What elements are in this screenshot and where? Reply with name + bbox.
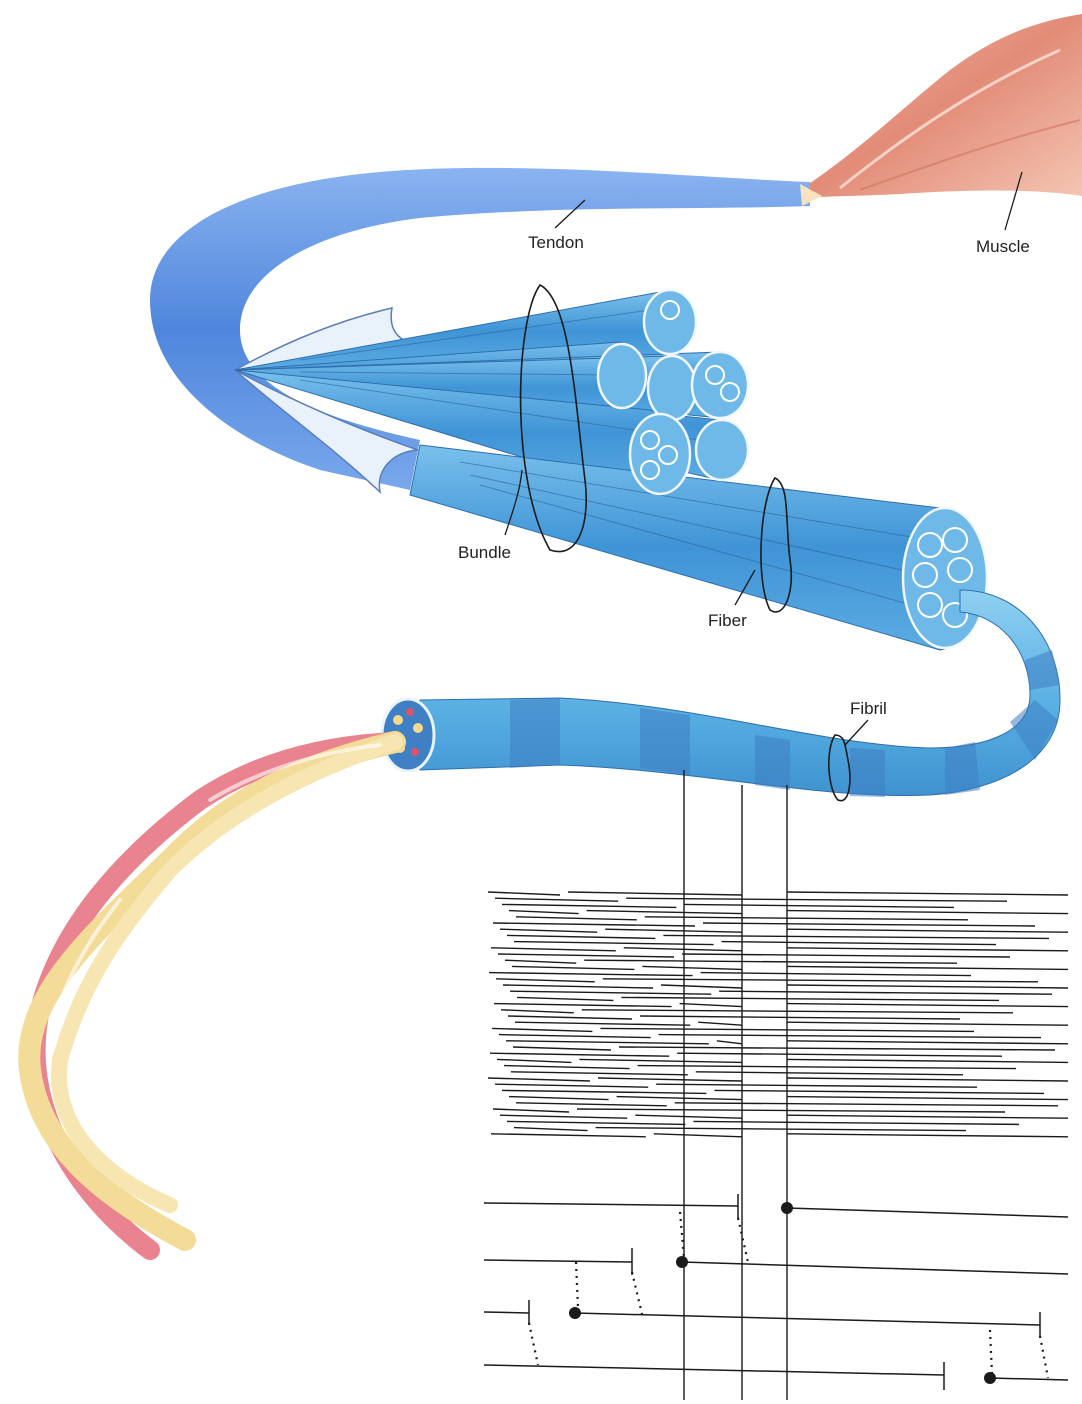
molecule-line	[787, 1004, 1068, 1007]
molecule-line	[638, 1066, 1016, 1069]
molecule-line	[596, 1128, 966, 1131]
molecule-line	[493, 923, 695, 926]
molecule-line	[507, 1121, 685, 1124]
molecule-line	[677, 1053, 1002, 1056]
molecule-line	[703, 923, 1035, 926]
muscle-label: Muscle	[976, 237, 1030, 256]
molecule-line	[787, 966, 1068, 969]
molecule-line	[663, 935, 1049, 938]
molecule-line	[579, 1059, 742, 1062]
molecule-line	[509, 1097, 609, 1100]
molecule-line	[492, 1028, 592, 1031]
molecule-line	[787, 1134, 1068, 1137]
molecule-line	[787, 1059, 1068, 1062]
molecule-line	[701, 973, 971, 976]
molecule-line	[635, 1115, 742, 1118]
molecule-line	[722, 942, 996, 945]
molecule-line	[493, 1109, 569, 1112]
molecule-line	[640, 1016, 960, 1019]
molecule-line	[577, 1109, 1005, 1112]
molecule-line	[787, 1097, 1068, 1100]
molecule-line	[787, 892, 1068, 895]
molecule-line	[787, 1041, 1068, 1044]
staggered-molecule-array	[488, 892, 1068, 1137]
molecule-line	[499, 1035, 651, 1038]
molecule-line	[621, 997, 999, 1000]
molecule-line	[514, 1128, 588, 1131]
molecule-line	[488, 1078, 590, 1081]
molecule-line	[511, 1072, 688, 1075]
molecule-line	[488, 892, 560, 895]
molecule-line	[502, 1090, 706, 1093]
molecule-line	[505, 960, 576, 963]
molecule-line	[494, 1004, 672, 1007]
molecule-line	[516, 1103, 667, 1106]
molecule-line	[568, 892, 742, 895]
molecule-line	[502, 904, 676, 907]
molecule-line	[787, 911, 1068, 914]
molecule-line	[787, 985, 1068, 988]
molecule-line	[675, 1103, 1058, 1106]
molecule-line	[516, 917, 637, 920]
molecule-line	[582, 1010, 1013, 1013]
molecule-line	[513, 1047, 611, 1050]
triple-helix-strands	[29, 742, 395, 1250]
molecule-line	[680, 1004, 742, 1007]
molecule-line	[587, 911, 742, 914]
molecule-line	[719, 991, 1052, 994]
molecule-line	[659, 1035, 1041, 1038]
molecule-line	[500, 929, 597, 932]
molecule-line	[495, 1084, 648, 1087]
molecule-line	[517, 997, 613, 1000]
molecule-line	[787, 1022, 1068, 1025]
molecule-line	[603, 979, 1038, 982]
molecule-line	[512, 966, 634, 969]
fiber-label: Fiber	[708, 611, 747, 630]
molecule-line	[787, 929, 1068, 932]
molecule-line	[498, 954, 674, 957]
molecule-line	[500, 1115, 627, 1118]
tendon-label: Tendon	[528, 233, 584, 252]
molecule-line	[491, 948, 616, 951]
molecule-line	[787, 1115, 1068, 1118]
molecule-line	[504, 1066, 630, 1069]
molecule-line	[714, 1090, 1044, 1093]
molecule-line	[501, 1010, 574, 1013]
molecule-line	[617, 1097, 742, 1100]
molecule-line	[661, 985, 742, 988]
molecule-line	[510, 991, 711, 994]
molecule-line	[489, 973, 693, 976]
molecule-line	[656, 1084, 977, 1087]
molecule-line	[624, 948, 742, 951]
molecule-line	[605, 929, 742, 932]
molecule-line	[508, 1016, 632, 1019]
muscle-shape	[800, 14, 1082, 198]
molecule-line	[496, 979, 595, 982]
molecule-line	[684, 904, 954, 907]
molecule-line	[495, 898, 618, 901]
molecule-overlap-detail	[484, 1194, 1068, 1390]
molecule-line	[682, 954, 1010, 957]
molecule-line	[645, 917, 968, 920]
molecule-line	[696, 1072, 963, 1075]
molecule-line	[787, 948, 1068, 951]
molecule-line	[642, 966, 742, 969]
molecule-line	[506, 1041, 709, 1044]
molecule-line	[507, 935, 655, 938]
molecule-line	[717, 1041, 742, 1044]
molecule-line	[515, 1022, 690, 1025]
molecule-line	[654, 1134, 742, 1137]
bundle-label: Bundle	[458, 543, 511, 562]
molecule-line	[503, 985, 653, 988]
molecule-line	[787, 1078, 1068, 1081]
molecule-line	[598, 1078, 742, 1081]
molecule-line	[497, 1059, 571, 1062]
molecule-line	[698, 1022, 742, 1025]
molecule-line	[490, 1053, 669, 1056]
molecule-line	[584, 960, 957, 963]
fibril-label: Fibril	[850, 699, 887, 718]
molecule-line	[509, 911, 579, 914]
molecule-line	[491, 1134, 646, 1137]
